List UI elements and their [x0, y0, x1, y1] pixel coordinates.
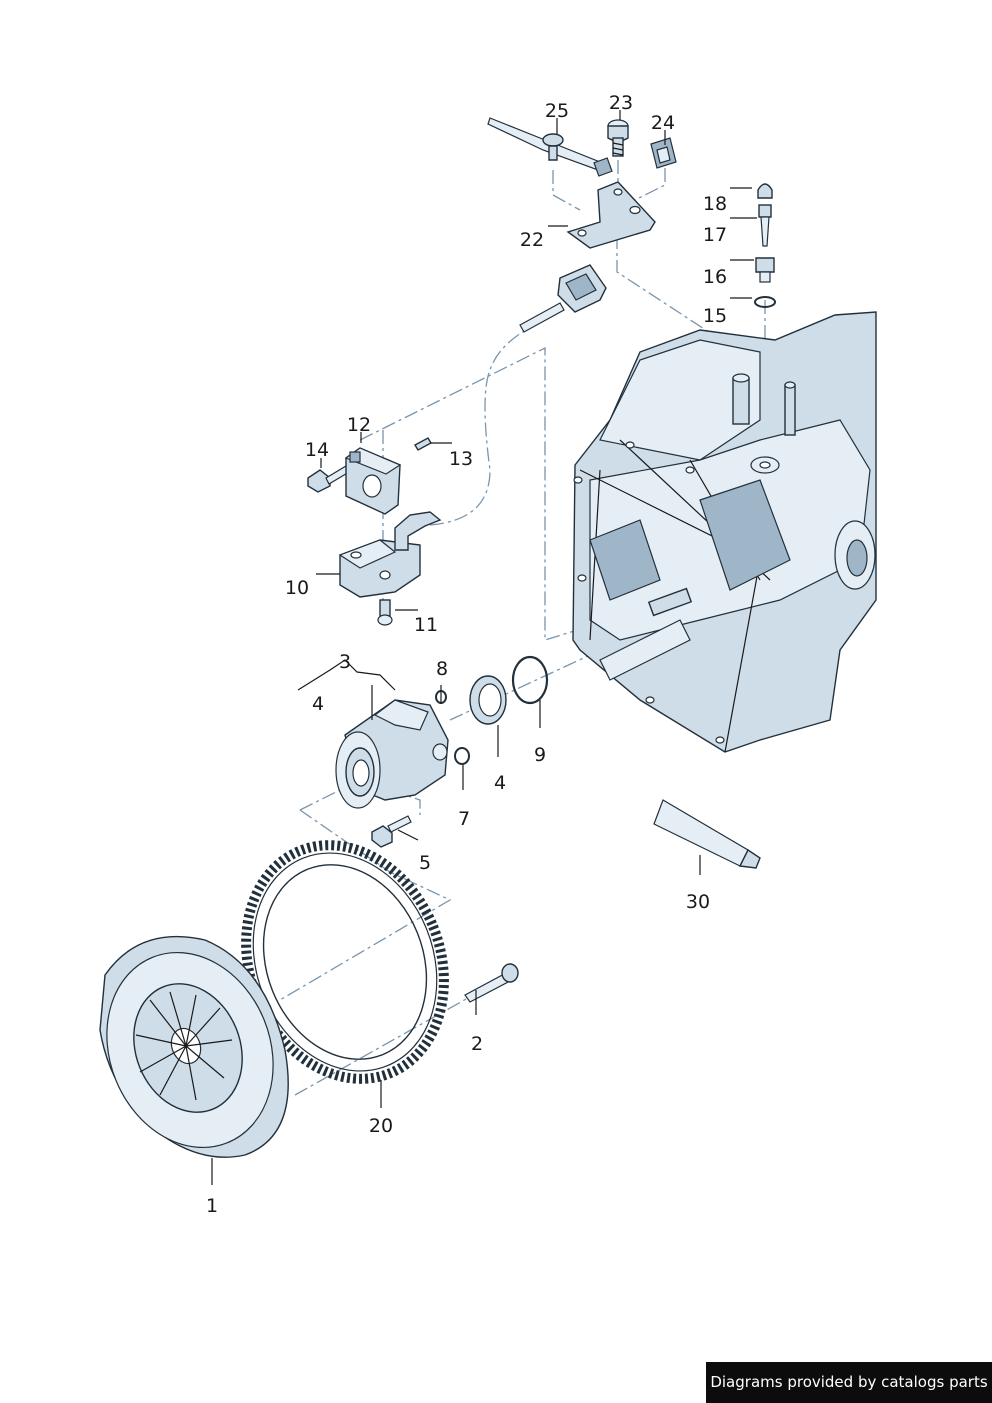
screw-part-23 [607, 119, 629, 157]
bleed-valve-part-17 [758, 204, 772, 247]
label-part-22: 22 [520, 229, 544, 251]
bracket-part-12 [344, 447, 402, 515]
leader-lines [211, 110, 757, 1185]
label-part-13: 13 [449, 448, 473, 470]
label-part-7: 7 [458, 808, 470, 830]
slave-cylinder-part-10 [338, 511, 442, 598]
clutch-pressure-plate-part-1 [99, 935, 289, 1158]
label-part-16: 16 [703, 266, 727, 288]
bleed-cap-part-18 [757, 183, 773, 199]
label-part-23: 23 [609, 92, 633, 114]
label-part-12: 12 [347, 414, 371, 436]
bolt-part-5 [371, 815, 412, 848]
bolt-part-14 [307, 465, 350, 493]
part-labels: 1 2 3 4 4 5 7 8 9 10 11 12 13 14 15 16 1… [206, 92, 727, 1217]
bolt-part-2 [464, 963, 519, 1003]
label-part-4-left: 4 [312, 693, 324, 715]
pin-part-13 [414, 437, 432, 451]
label-part-10: 10 [285, 577, 309, 599]
label-part-5: 5 [419, 852, 431, 874]
label-part-20: 20 [369, 1115, 393, 1137]
label-part-4-right: 4 [494, 772, 506, 794]
label-part-17: 17 [703, 224, 727, 246]
release-bearing-part-3 [335, 699, 449, 809]
credit-banner: Diagrams provided by catalogs parts [706, 1362, 992, 1403]
grease-tube-part-30 [653, 799, 761, 869]
seal-ring-part-15 [754, 296, 776, 308]
label-part-2: 2 [471, 1033, 483, 1055]
label-part-11: 11 [414, 614, 438, 636]
label-part-15: 15 [703, 305, 727, 327]
connection-piece-part-16 [755, 257, 775, 283]
label-part-9: 9 [534, 744, 546, 766]
o-ring-part-9 [511, 655, 549, 705]
label-part-30: 30 [686, 891, 710, 913]
seal-part-4 [469, 675, 507, 725]
label-part-3: 3 [339, 651, 351, 673]
gearbox-housing [572, 311, 877, 753]
cable-tie-part-25 [487, 117, 613, 177]
screw-part-11 [377, 599, 393, 626]
clip-nut-part-24 [650, 137, 677, 169]
label-part-18: 18 [703, 193, 727, 215]
label-part-1: 1 [206, 1195, 218, 1217]
label-part-8: 8 [436, 658, 448, 680]
connector-plug [519, 264, 607, 333]
label-part-25: 25 [545, 100, 569, 122]
label-part-24: 24 [651, 112, 675, 134]
ring-part-7 [454, 747, 470, 765]
bracket-part-22 [566, 181, 656, 249]
label-part-14: 14 [305, 439, 329, 461]
